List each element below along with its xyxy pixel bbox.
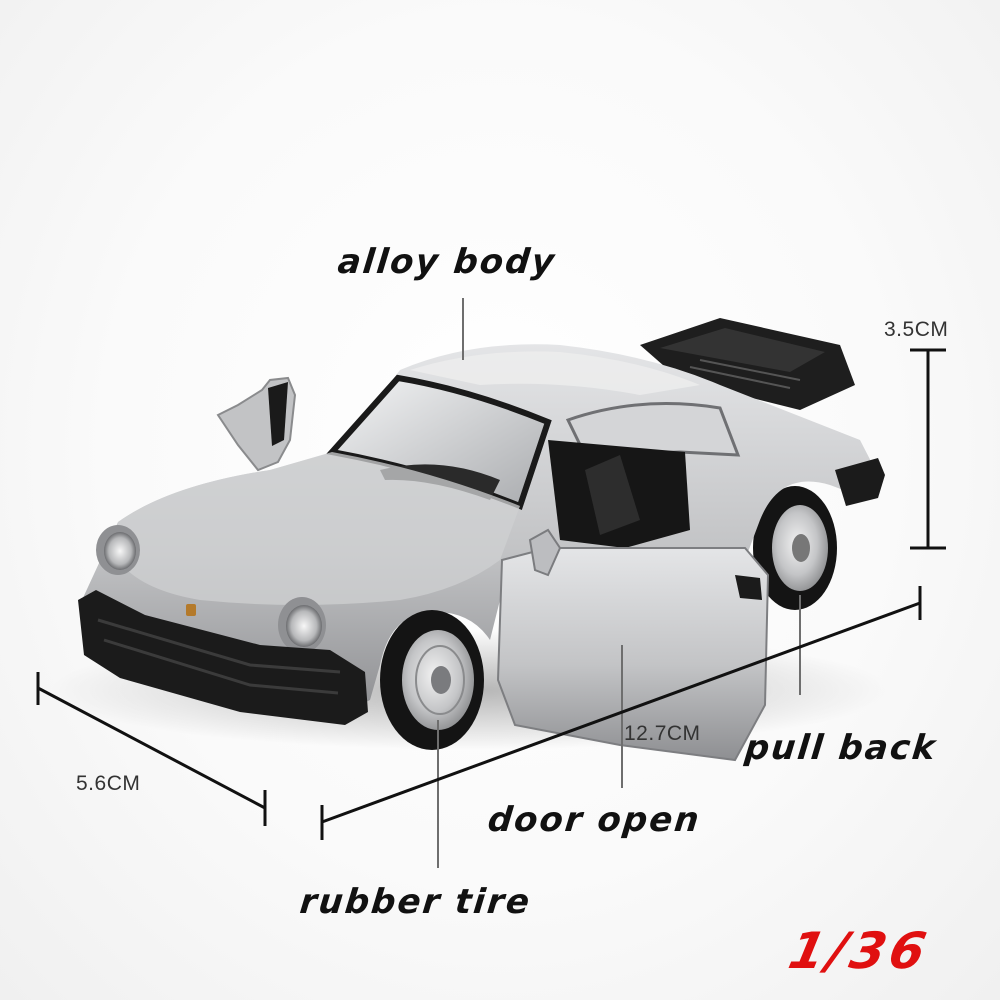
right-door-open [496,528,770,762]
width-dimension-text: 5.6CM [76,772,141,795]
right-headlight [278,597,326,653]
height-dimension-text: 3.5CM [884,318,949,341]
height-dimension-line [910,348,946,550]
left-headlight [96,525,140,575]
pull-back-label: pull back [742,728,939,768]
door-open-label: door open [485,800,703,840]
front-bumper [78,590,368,725]
alloy-body-label: alloy body [335,242,558,282]
rubber-tire-label: rubber tire [297,882,534,922]
rear-wheel [753,486,837,610]
front-wheel [380,610,484,750]
length-dimension-text: 12.7CM [624,722,701,745]
width-dimension-line [36,672,267,826]
left-door-open [216,376,297,472]
crest-icon [186,604,196,616]
length-dimension-line [320,586,922,840]
rear-spoiler [640,318,855,410]
scale-ratio-text: 1/36 [783,922,935,980]
